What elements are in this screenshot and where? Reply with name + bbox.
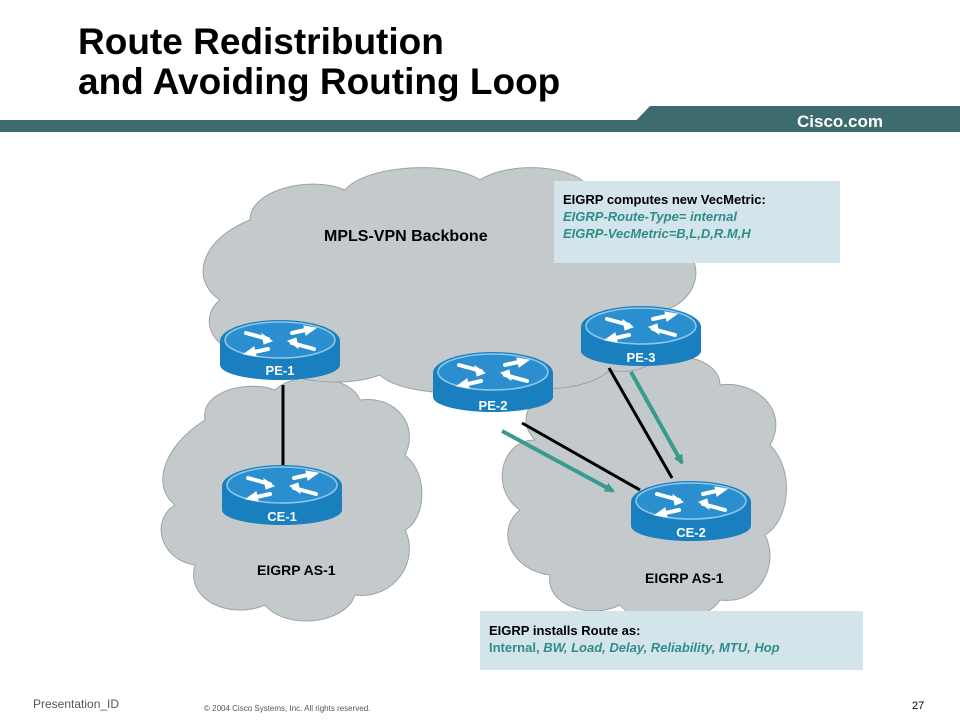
title-line-2: and Avoiding Routing Loop: [78, 61, 561, 102]
page-number: 27: [912, 700, 925, 712]
router-label-pe1: PE-1: [266, 363, 295, 378]
pe-metric-note: EIGRP computes new VecMetric: EIGRP-Rout…: [554, 181, 840, 263]
router-label-pe2: PE-2: [479, 398, 508, 413]
ce-install-note: EIGRP installs Route as: Internal, BW, L…: [480, 611, 863, 670]
pe-note-heading: EIGRP computes new VecMetric:: [563, 192, 766, 207]
redistribution-arrow-pe2: [501, 429, 615, 493]
router-label-ce2: CE-2: [676, 525, 706, 540]
copyright-notice: © 2004 Cisco Systems, Inc. All rights re…: [204, 704, 371, 713]
left-site-label: EIGRP AS-1: [257, 562, 336, 578]
router-label-pe3: PE-3: [627, 350, 656, 365]
pe-note-vecmetric: EIGRP-VecMetric=B,L,D,R.M,H: [563, 226, 751, 241]
title-line-1: Route Redistribution: [78, 21, 444, 62]
link-pe2-ce2: [521, 421, 641, 492]
right-site-label: EIGRP AS-1: [645, 570, 724, 586]
ce-note-metrics-line: Internal, BW, Load, Delay, Reliability, …: [489, 639, 854, 656]
pe-note-route-type: EIGRP-Route-Type= internal: [563, 209, 737, 224]
ce-note-prefix: Internal,: [489, 640, 544, 655]
presentation-id: Presentation_ID: [33, 697, 120, 711]
header-bar: [0, 106, 960, 132]
ce-note-heading: EIGRP installs Route as:: [489, 623, 641, 638]
link-pe3-ce2: [607, 367, 674, 479]
redistribution-arrow-pe3: [629, 371, 684, 465]
backbone-label: MPLS-VPN Backbone: [324, 228, 488, 245]
router-label-ce1: CE-1: [267, 509, 297, 524]
slide-title: Route Redistribution and Avoiding Routin…: [78, 22, 560, 102]
ce-note-metrics: BW, Load, Delay, Reliability, MTU, Hop: [543, 640, 780, 655]
right-site-cloud: [501, 355, 787, 622]
cisco-logo-text: Cisco.com: [797, 112, 883, 131]
